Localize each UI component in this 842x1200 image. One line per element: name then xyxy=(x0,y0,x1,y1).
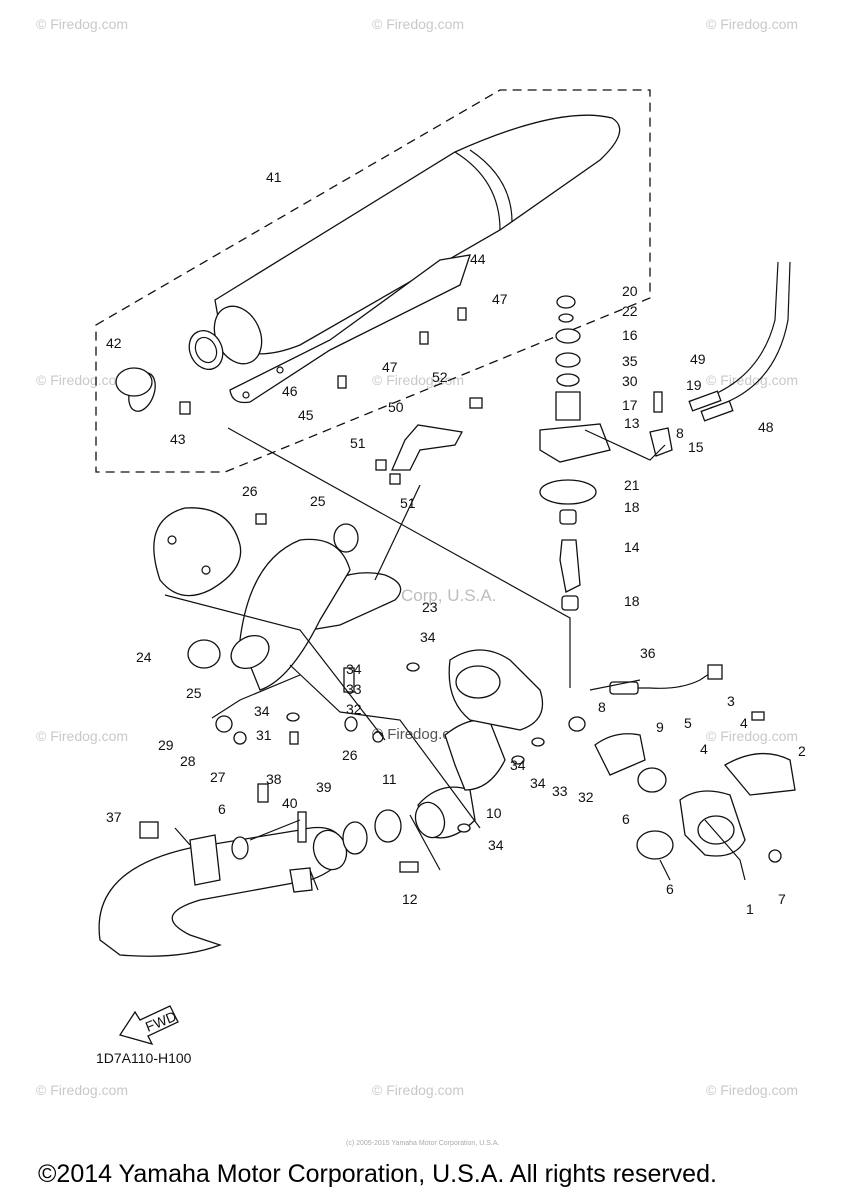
exup-valve-stack xyxy=(539,295,673,611)
diagram-code: 1D7A110-H100 xyxy=(96,1050,192,1066)
callout-44: 44 xyxy=(470,251,486,267)
o2-sensor xyxy=(609,664,723,695)
callout-32b: 32 xyxy=(578,789,594,805)
callout-47b: 47 xyxy=(382,359,398,375)
callout-20: 20 xyxy=(622,283,638,299)
watermark-mid-left: © Firedog.com xyxy=(36,372,129,388)
muffler-gasket xyxy=(115,367,156,412)
exhaust-joint xyxy=(342,719,506,855)
callout-50: 50 xyxy=(388,399,404,415)
callout-25b: 25 xyxy=(186,685,202,701)
callout-17: 17 xyxy=(622,397,638,413)
callout-51: 51 xyxy=(350,435,366,451)
control-cable xyxy=(688,261,791,422)
callout-39: 39 xyxy=(316,779,332,795)
callout-26b: 26 xyxy=(342,747,358,763)
callout-33: 33 xyxy=(346,681,362,697)
callout-5: 5 xyxy=(684,715,692,731)
exhaust-pipe-38 xyxy=(98,826,348,957)
callout-19: 19 xyxy=(686,377,702,393)
callout-47: 47 xyxy=(492,291,508,307)
callout-34f: 34 xyxy=(510,757,526,773)
watermark-bottom-left: © Firedog.com xyxy=(36,1082,129,1098)
callout-4b: 4 xyxy=(700,741,708,757)
callout-9: 9 xyxy=(656,719,664,735)
callout-36: 36 xyxy=(640,645,656,661)
callout-41: 41 xyxy=(266,169,282,185)
callout-22: 22 xyxy=(622,303,638,319)
watermark-bottom-right: © Firedog.com xyxy=(706,1082,799,1098)
callout-6b: 6 xyxy=(622,811,630,827)
muffler xyxy=(188,114,621,404)
callout-43: 43 xyxy=(170,431,186,447)
callout-48: 48 xyxy=(758,419,774,435)
callout-29: 29 xyxy=(158,737,174,753)
callout-12: 12 xyxy=(402,891,418,907)
callout-8: 8 xyxy=(598,699,606,715)
callout-38: 38 xyxy=(266,771,282,787)
exhaust-pipe-24 xyxy=(153,507,351,691)
watermark-lower-left: © Firedog.com xyxy=(36,728,129,744)
callout-52: 52 xyxy=(432,369,448,385)
watermark-bottom-center: © Firedog.com xyxy=(372,1082,465,1098)
callout-1: 1 xyxy=(746,901,754,917)
callout-34e: 34 xyxy=(488,837,504,853)
callout-31: 31 xyxy=(256,727,272,743)
exhaust-collector xyxy=(448,649,796,863)
callout-45: 45 xyxy=(298,407,314,423)
watermark-lower-right: © Firedog.com xyxy=(706,728,799,744)
callout-27: 27 xyxy=(210,769,226,785)
callout-3: 3 xyxy=(727,693,735,709)
callout-33b: 33 xyxy=(552,783,568,799)
copyright-notice: ©2014 Yamaha Motor Corporation, U.S.A. A… xyxy=(38,1160,717,1188)
callout-4: 4 xyxy=(740,715,748,731)
callout-37: 37 xyxy=(106,809,122,825)
callout-21: 21 xyxy=(624,477,640,493)
callout-34d: 34 xyxy=(530,775,546,791)
callout-42: 42 xyxy=(106,335,122,351)
fine-print: (c) 2005-2015 Yamaha Motor Corporation, … xyxy=(346,1140,500,1147)
callout-28: 28 xyxy=(180,753,196,769)
watermark-top-center: © Firedog.com xyxy=(372,16,465,32)
callout-16: 16 xyxy=(622,327,638,343)
callout-40: 40 xyxy=(282,795,298,811)
watermark-top-right: © Firedog.com xyxy=(706,16,799,32)
callout-23: 23 xyxy=(422,599,438,615)
leader-lines xyxy=(164,427,746,891)
callout-10: 10 xyxy=(486,805,502,821)
callout-18: 18 xyxy=(624,499,640,515)
muffler-assembly-boundary xyxy=(95,89,651,473)
callout-6: 6 xyxy=(218,801,226,817)
callout-6c: 6 xyxy=(666,881,674,897)
callout-13: 13 xyxy=(624,415,640,431)
callout-32: 32 xyxy=(346,701,362,717)
callout-8b: 8 xyxy=(676,425,684,441)
callout-14: 14 xyxy=(624,539,640,555)
callout-46: 46 xyxy=(282,383,298,399)
callout-51b: 51 xyxy=(400,495,416,511)
callout-34: 34 xyxy=(420,629,436,645)
callout-49: 49 xyxy=(690,351,706,367)
callout-24: 24 xyxy=(136,649,152,665)
callout-35: 35 xyxy=(622,353,638,369)
callout-18b: 18 xyxy=(624,593,640,609)
callout-2: 2 xyxy=(798,743,806,759)
callout-34b: 34 xyxy=(346,661,362,677)
fwd-arrow: FWD xyxy=(118,1005,179,1046)
callout-30: 30 xyxy=(622,373,638,389)
fasteners xyxy=(139,307,545,873)
callout-34c: 34 xyxy=(254,703,270,719)
callout-26: 26 xyxy=(242,483,258,499)
watermark-mid-right: © Firedog.com xyxy=(706,372,799,388)
callout-25: 25 xyxy=(310,493,326,509)
callout-7: 7 xyxy=(778,891,786,907)
bracket-50 xyxy=(375,424,464,485)
watermark-top-left: © Firedog.com xyxy=(36,16,129,32)
callout-15: 15 xyxy=(688,439,704,455)
callout-labels: 1 2 3 4 4 5 6 6 6 7 8 8 9 10 11 12 13 14… xyxy=(106,169,806,917)
callout-11: 11 xyxy=(382,771,397,787)
